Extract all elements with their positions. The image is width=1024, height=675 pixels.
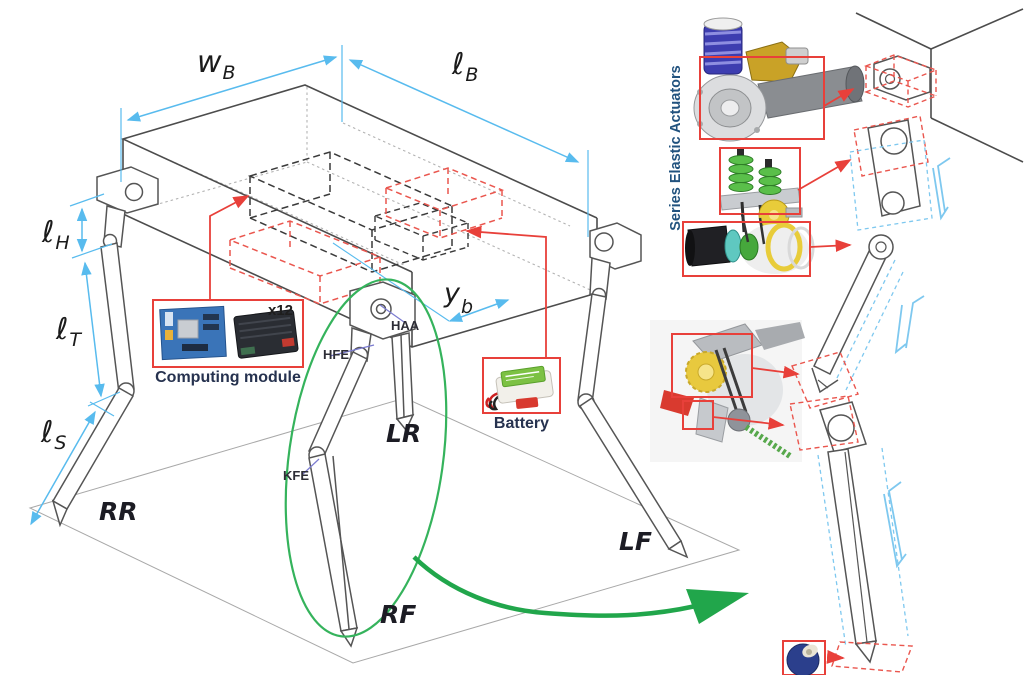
dim-symbol: ℓ [452, 47, 465, 82]
leg-lf [577, 222, 689, 559]
motor-controller-photo [233, 309, 299, 359]
dim-symbol: w [197, 45, 222, 80]
exploded-thigh-link [791, 234, 904, 409]
dim-subscript: T [69, 329, 82, 351]
leg-label-lf: LF [619, 527, 653, 556]
exploded-shank-link [789, 395, 913, 673]
dim-symbol: ℓ [41, 415, 54, 450]
exploded-body-corner [855, 8, 1024, 163]
motor-chain-unit-photo [682, 213, 815, 277]
battery-callout [465, 225, 561, 414]
joint-label-haa: HAA [391, 318, 420, 333]
electronics-volume-small [372, 202, 471, 261]
rf-leg-highlight-ellipse [284, 278, 448, 638]
assembly-direction-arrows [883, 157, 951, 569]
exploded-view-arrow [412, 555, 749, 624]
dim-symbol: ℓ [56, 312, 69, 347]
dim-subscript: b [460, 296, 474, 318]
computing-count-badge: x12 [268, 302, 294, 319]
ground-plane [28, 397, 741, 664]
leg-lr [391, 332, 415, 432]
computing-module-callout [152, 195, 304, 368]
leg-label-rr: RR [99, 497, 138, 526]
battery-volume-front [227, 220, 383, 305]
exploded-hip-link [849, 115, 933, 231]
joint-label-kfe: KFE [283, 468, 309, 483]
lipo-battery-photo [485, 365, 554, 411]
leg-rf [308, 281, 416, 648]
dim-subscript: B [222, 62, 236, 84]
computing-module-caption: Computing module [155, 369, 301, 386]
knee-chain-drive-photo [650, 320, 805, 462]
leg-label-lr: LR [386, 419, 422, 448]
dim-symbol: y [444, 278, 460, 309]
leg-label-rf: RF [380, 600, 417, 629]
computing-board-photo [159, 305, 227, 361]
dimension-lines [30, 45, 589, 526]
rubber-ball-foot-photo [782, 640, 845, 675]
dim-subscript: B [465, 64, 479, 86]
dim-subscript: S [54, 432, 67, 454]
battery-volume-rear [383, 167, 505, 239]
callout-arrows-right [712, 88, 855, 430]
dim-symbol: ℓ [42, 215, 55, 250]
battery-caption: Battery [493, 415, 550, 432]
spring-stack-blue [703, 17, 743, 75]
series-elastic-actuator-photo [693, 17, 865, 142]
exploded-hip-bracket [864, 54, 938, 108]
joint-label-hfe: HFE [323, 347, 349, 362]
joint-leader-lines [302, 304, 405, 475]
dim-subscript: H [55, 232, 70, 254]
series-elastic-actuators-title: Series Elastic Actuators [668, 65, 684, 231]
